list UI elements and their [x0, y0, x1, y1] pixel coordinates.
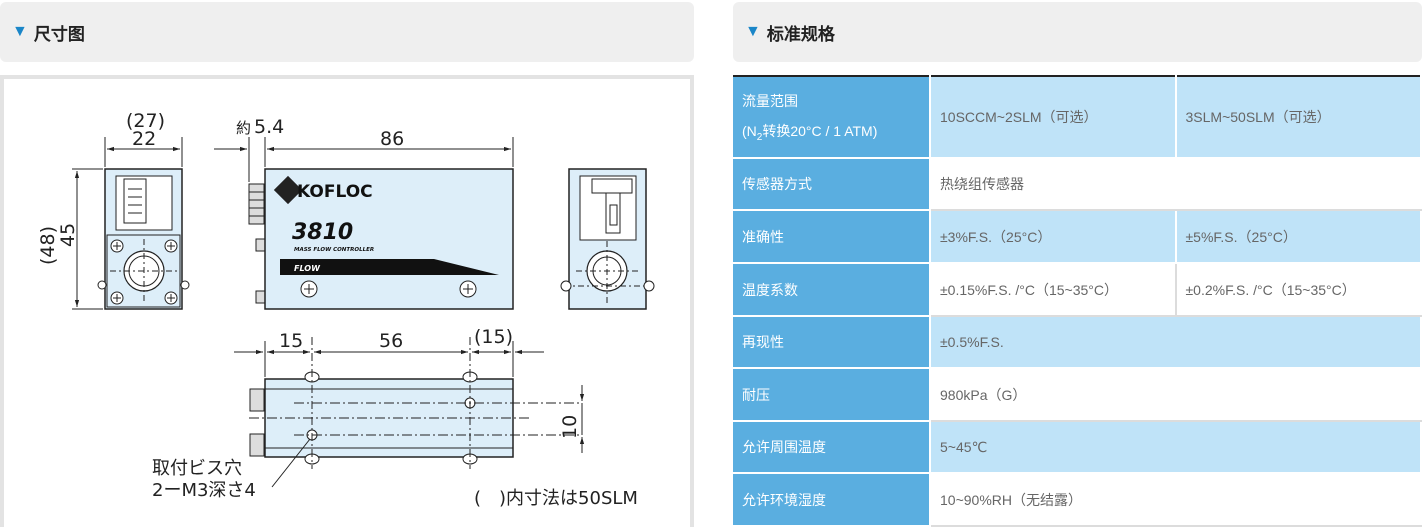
dim-5-4-label: 5.4	[254, 116, 284, 138]
mounting-hole-note-line1: 取付ビス穴	[152, 458, 242, 479]
spec-table: 流量范围 (N2转换20°C / 1 ATM) 10SCCM~2SLM（可选） …	[733, 75, 1422, 527]
brand-label: KOFLOC	[297, 182, 373, 202]
side-view: KOFLOC 3810 MASS FLOW CONTROLLER FLOW	[248, 168, 514, 310]
spec-value-repeatability: ±0.5%F.S.	[930, 316, 1422, 369]
table-row: 再现性 ±0.5%F.S.	[733, 316, 1422, 369]
bottom-view	[249, 337, 582, 469]
flow-label: FLOW	[294, 264, 321, 273]
spec-label-ambient-humidity: 允许环境湿度	[733, 473, 931, 527]
dim-45-label: 45	[57, 223, 79, 247]
spec-value-pressure: 980kPa（G）	[930, 368, 1422, 422]
dim-10-label: 10	[559, 415, 581, 439]
table-row: 准确性 ±3%F.S.（25°C） ±5%F.S.（25°C）	[733, 210, 1422, 264]
spec-value-temp-coeff-2: ±0.2%F.S. /°C（15~35°C）	[1175, 263, 1422, 317]
dim-86-label: 86	[380, 128, 404, 150]
spec-label-temp-coeff: 温度系数	[733, 263, 931, 317]
model-label: 3810	[292, 220, 353, 245]
table-row: 传感器方式 热绕组传感器	[733, 158, 1422, 211]
spec-label-repeatability: 再现性	[733, 316, 931, 369]
front-view	[97, 168, 190, 310]
spec-value-ambient-temp: 5~45℃	[930, 421, 1422, 474]
spec-label-pressure: 耐压	[733, 368, 931, 422]
spec-value-flow-range-1: 10SCCM~2SLM（可选）	[930, 76, 1177, 159]
dim-22-label: 22	[132, 128, 156, 150]
table-row: 流量范围 (N2转换20°C / 1 ATM) 10SCCM~2SLM（可选） …	[733, 76, 1422, 159]
spec-value-ambient-humidity: 10~90%RH（无结露）	[930, 473, 1422, 527]
triangle-down-icon: ▼	[745, 23, 761, 40]
spec-value-sensor: 热绕组传感器	[930, 158, 1422, 211]
spec-section-header: ▼ 标准规格	[733, 2, 1422, 62]
table-row: 温度系数 ±0.15%F.S. /°C（15~35°C） ±0.2%F.S. /…	[733, 263, 1422, 317]
spec-value-accuracy-1: ±3%F.S.（25°C）	[930, 210, 1177, 264]
spec-label-sensor: 传感器方式	[733, 158, 931, 211]
bracket-dimension-note: ( )内寸法は50SLM	[474, 488, 638, 509]
dim-about-prefix: 約	[236, 119, 251, 137]
dimension-section-title: 尺寸图	[33, 24, 85, 44]
dim-27-label: (27)	[126, 110, 165, 132]
triangle-down-icon: ▼	[12, 23, 28, 40]
spec-value-accuracy-2: ±5%F.S.（25°C）	[1175, 210, 1422, 264]
spec-label-flow-range: 流量范围 (N2转换20°C / 1 ATM)	[733, 76, 931, 159]
dim-48-label: (48)	[37, 226, 59, 265]
dimension-drawing: (27) 22 (48) 45 KOFLOC 3810 MASS FLOW CO…	[37, 110, 656, 509]
dimension-section-header: ▼ 尺寸图	[0, 2, 694, 62]
spec-section-title: 标准规格	[766, 24, 835, 44]
spec-label-accuracy: 准确性	[733, 210, 931, 264]
spec-value-temp-coeff-1: ±0.15%F.S. /°C（15~35°C）	[930, 263, 1177, 317]
dim-15-label: 15	[279, 330, 303, 352]
mounting-hole-note-line2: 2ーM3深さ4	[152, 480, 256, 501]
dimension-drawing-panel: (27) 22 (48) 45 KOFLOC 3810 MASS FLOW CO…	[0, 75, 694, 527]
table-row: 耐压 980kPa（G）	[733, 368, 1422, 422]
dim-15p-label: (15)	[474, 326, 513, 348]
table-row: 允许周围温度 5~45℃	[733, 421, 1422, 474]
dim-56-label: 56	[379, 330, 403, 352]
product-label: MASS FLOW CONTROLLER	[294, 247, 374, 253]
spec-label-ambient-temp: 允许周围温度	[733, 421, 931, 474]
spec-value-flow-range-2: 3SLM~50SLM（可选）	[1175, 76, 1422, 159]
end-view	[560, 168, 656, 310]
table-row: 允许环境湿度 10~90%RH（无结露）	[733, 473, 1422, 527]
